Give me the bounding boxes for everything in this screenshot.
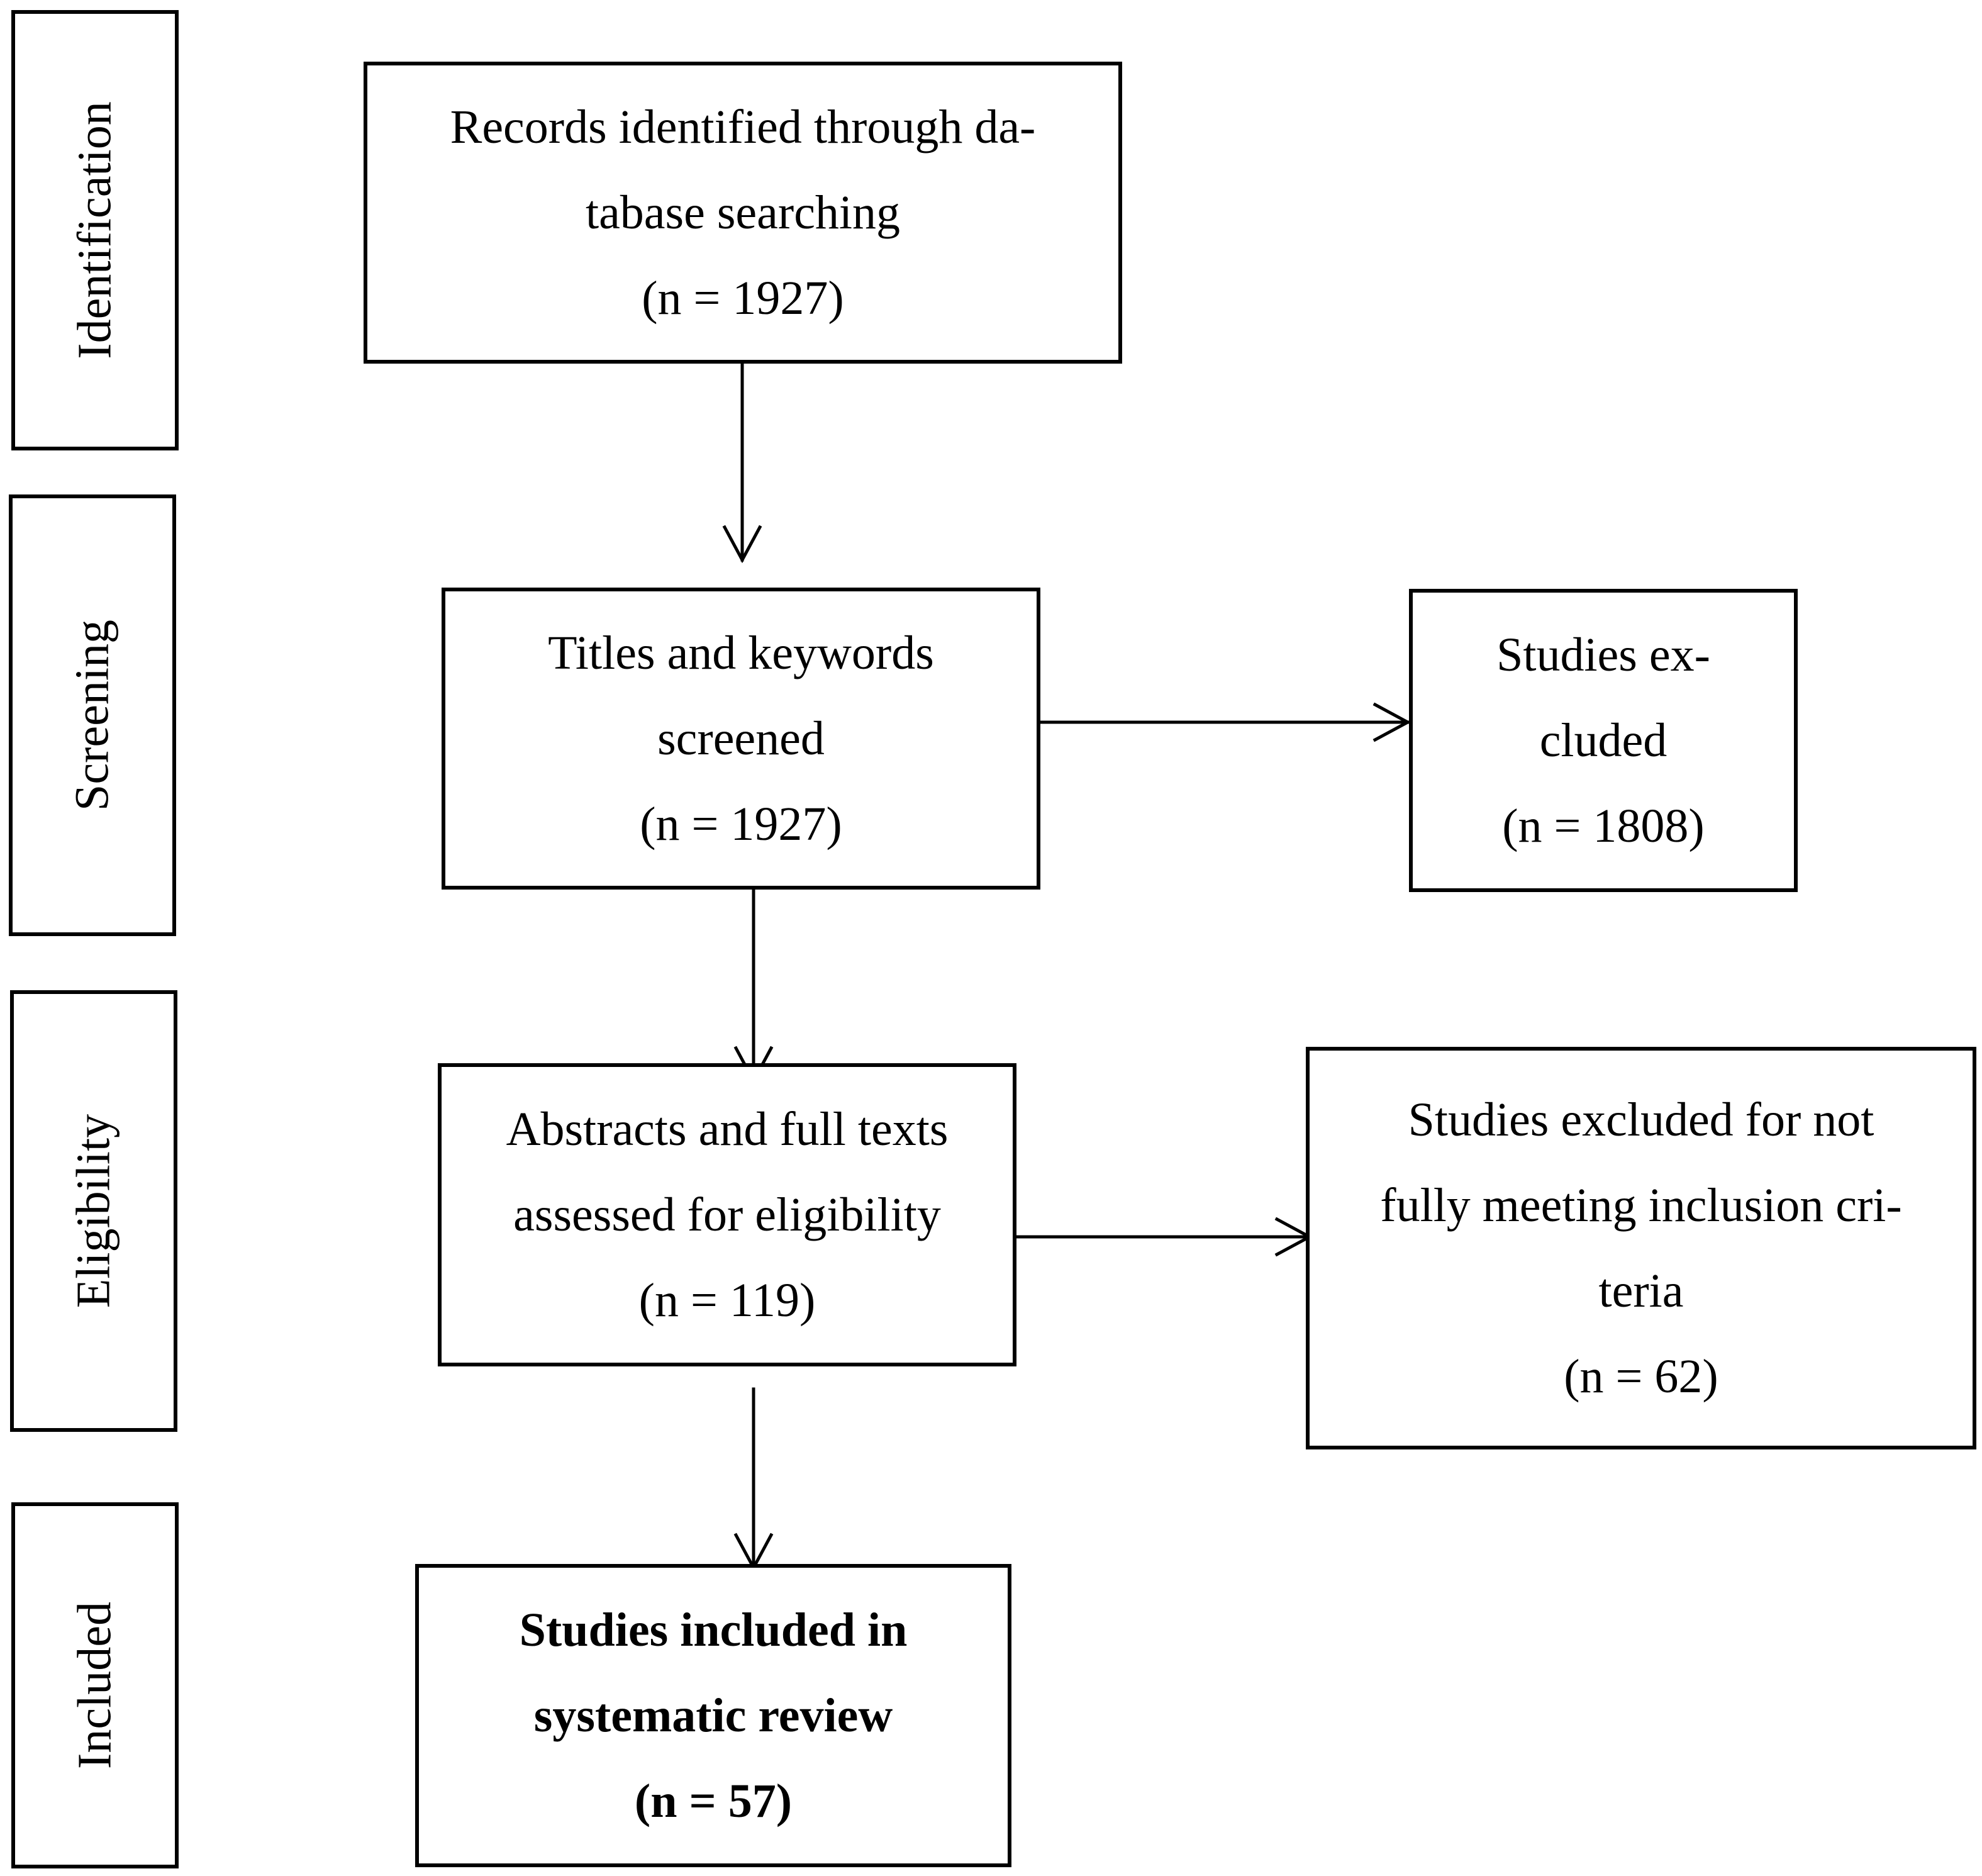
studies-included-box: Studies included in systematic review (n…: [415, 1564, 1011, 1867]
box-line: cluded: [1539, 714, 1667, 767]
box-line: (n = 119): [638, 1274, 816, 1327]
stage-label-screening: Screening: [65, 620, 119, 811]
arrow-records-to-screening: [722, 338, 762, 564]
box-line: (n = 1927): [642, 272, 844, 325]
box-line: Records identified through da-: [450, 101, 1036, 154]
records-identified-box: Records identified through da- tabase se…: [364, 62, 1122, 364]
stage-identification: Identification: [11, 10, 179, 450]
box-line: tabase searching: [585, 186, 901, 239]
stage-label-identification: Identification: [68, 101, 121, 359]
box-line: fully meeting inclusion cri-: [1380, 1179, 1902, 1232]
box-line: (n = 1927): [640, 798, 842, 851]
studies-excluded-box: Studies ex- cluded (n = 1808): [1409, 589, 1798, 892]
box-line: Studies ex-: [1496, 628, 1710, 681]
box-line: Abstracts and full texts: [506, 1103, 949, 1156]
arrow-eligibility-to-included: [733, 1387, 774, 1572]
box-line: Studies excluded for not: [1408, 1093, 1874, 1146]
excluded-criteria-box: Studies excluded for not fully meeting i…: [1306, 1047, 1976, 1449]
titles-screened-box: Titles and keywords screened (n = 1927): [442, 588, 1040, 890]
stage-label-included: Included: [68, 1602, 121, 1769]
box-line: (n = 57): [634, 1775, 793, 1828]
box-line: assessed for eligibility: [513, 1188, 941, 1241]
arrow-eligibility-to-excluded-criteria: [1011, 1217, 1313, 1257]
box-line: teria: [1598, 1265, 1684, 1317]
abstracts-assessed-box: Abstracts and full texts assessed for el…: [438, 1063, 1016, 1366]
stage-label-eligibility: Eligibility: [67, 1114, 120, 1309]
stage-eligibility: Eligibility: [10, 990, 177, 1432]
box-line: (n = 1808): [1502, 800, 1705, 852]
box-line: systematic review: [533, 1689, 893, 1742]
arrow-screening-to-excluded: [1035, 702, 1411, 742]
box-line: Titles and keywords: [548, 627, 934, 679]
box-line: Studies included in: [519, 1604, 908, 1656]
box-line: screened: [657, 712, 825, 765]
stage-included: Included: [11, 1502, 179, 1868]
stage-screening: Screening: [9, 494, 176, 936]
box-line: (n = 62): [1564, 1350, 1718, 1403]
